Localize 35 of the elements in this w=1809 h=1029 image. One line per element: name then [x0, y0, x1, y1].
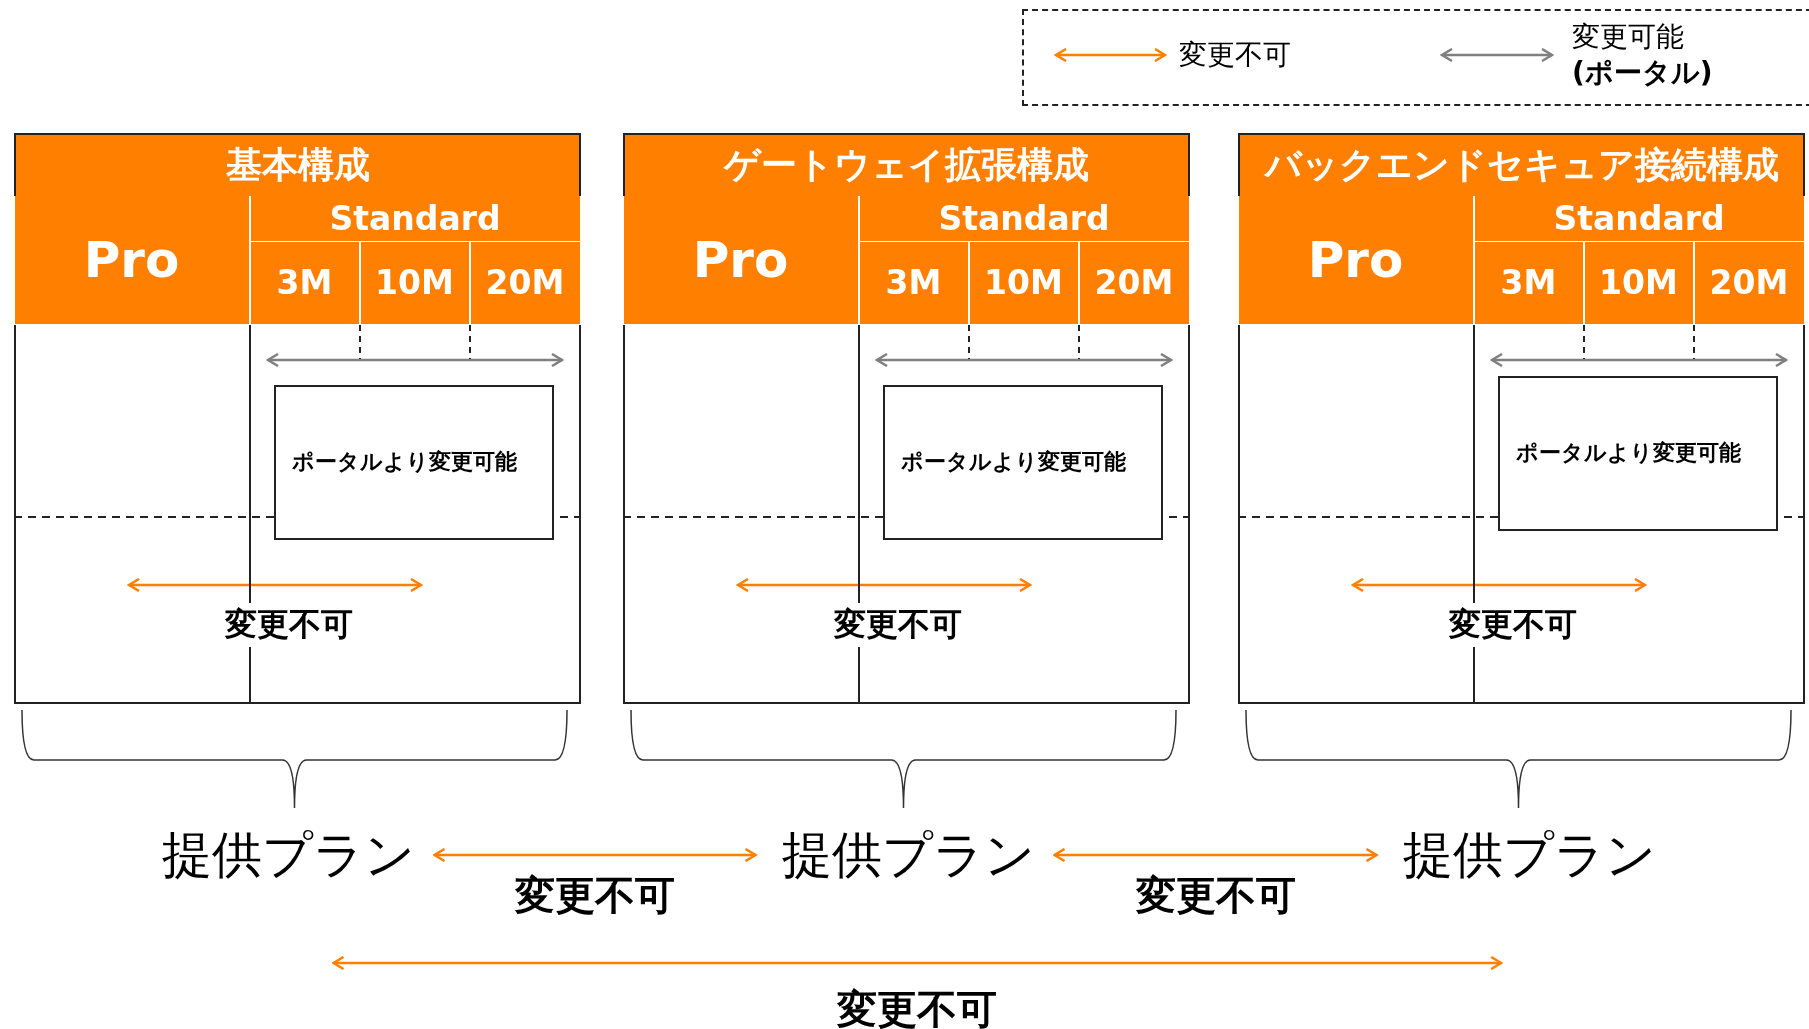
double-arrow: [1053, 847, 1378, 863]
configuration-table: [623, 133, 1190, 704]
bandwidth-cell: 20M: [469, 241, 581, 325]
range-label: 変更不可: [222, 603, 356, 647]
note-box: ポータルより変更可能: [273, 384, 554, 540]
plan-cell: Standard: [249, 195, 581, 242]
plan-cell: Pro: [13, 195, 250, 325]
plan-cell: Standard: [1473, 195, 1805, 242]
plan-label: 提供プラン: [161, 822, 415, 889]
bandwidth-cell: 3M: [858, 241, 969, 325]
bandwidth-cell: 3M: [1473, 241, 1584, 325]
bandwidth-cell: 20M: [1693, 241, 1805, 325]
range-label: 変更不可: [831, 603, 965, 647]
bandwidth-cell: 20M: [1078, 241, 1190, 325]
bandwidth-cell: 10M: [1583, 241, 1694, 325]
note-box: ポータルより変更可能: [1497, 375, 1778, 531]
plan-cell: Pro: [1237, 195, 1474, 325]
table-heading: ゲートウェイ拡張構成: [625, 135, 1188, 198]
plan-label: 提供プラン: [781, 822, 1035, 889]
note-box: ポータルより変更可能: [882, 384, 1163, 540]
table-heading: 基本構成: [16, 135, 579, 198]
bandwidth-cell: 3M: [249, 241, 360, 325]
plan-label: 提供プラン: [1402, 822, 1656, 889]
double-arrow: [433, 847, 757, 863]
plan-cell: Standard: [858, 195, 1190, 242]
table-heading: バックエンドセキュア接続構成: [1240, 135, 1803, 198]
configuration-table: [1238, 133, 1805, 704]
configuration-table: [14, 133, 581, 704]
range-label: 変更不可: [1446, 603, 1580, 647]
legend-label: 変更可能(ポータル): [1572, 18, 1713, 91]
bandwidth-cell: 10M: [359, 241, 470, 325]
plan-cell: Pro: [622, 195, 859, 325]
bandwidth-cell: 10M: [968, 241, 1079, 325]
legend-label: 変更不可: [1179, 37, 1291, 73]
double-arrow: [332, 955, 1503, 971]
